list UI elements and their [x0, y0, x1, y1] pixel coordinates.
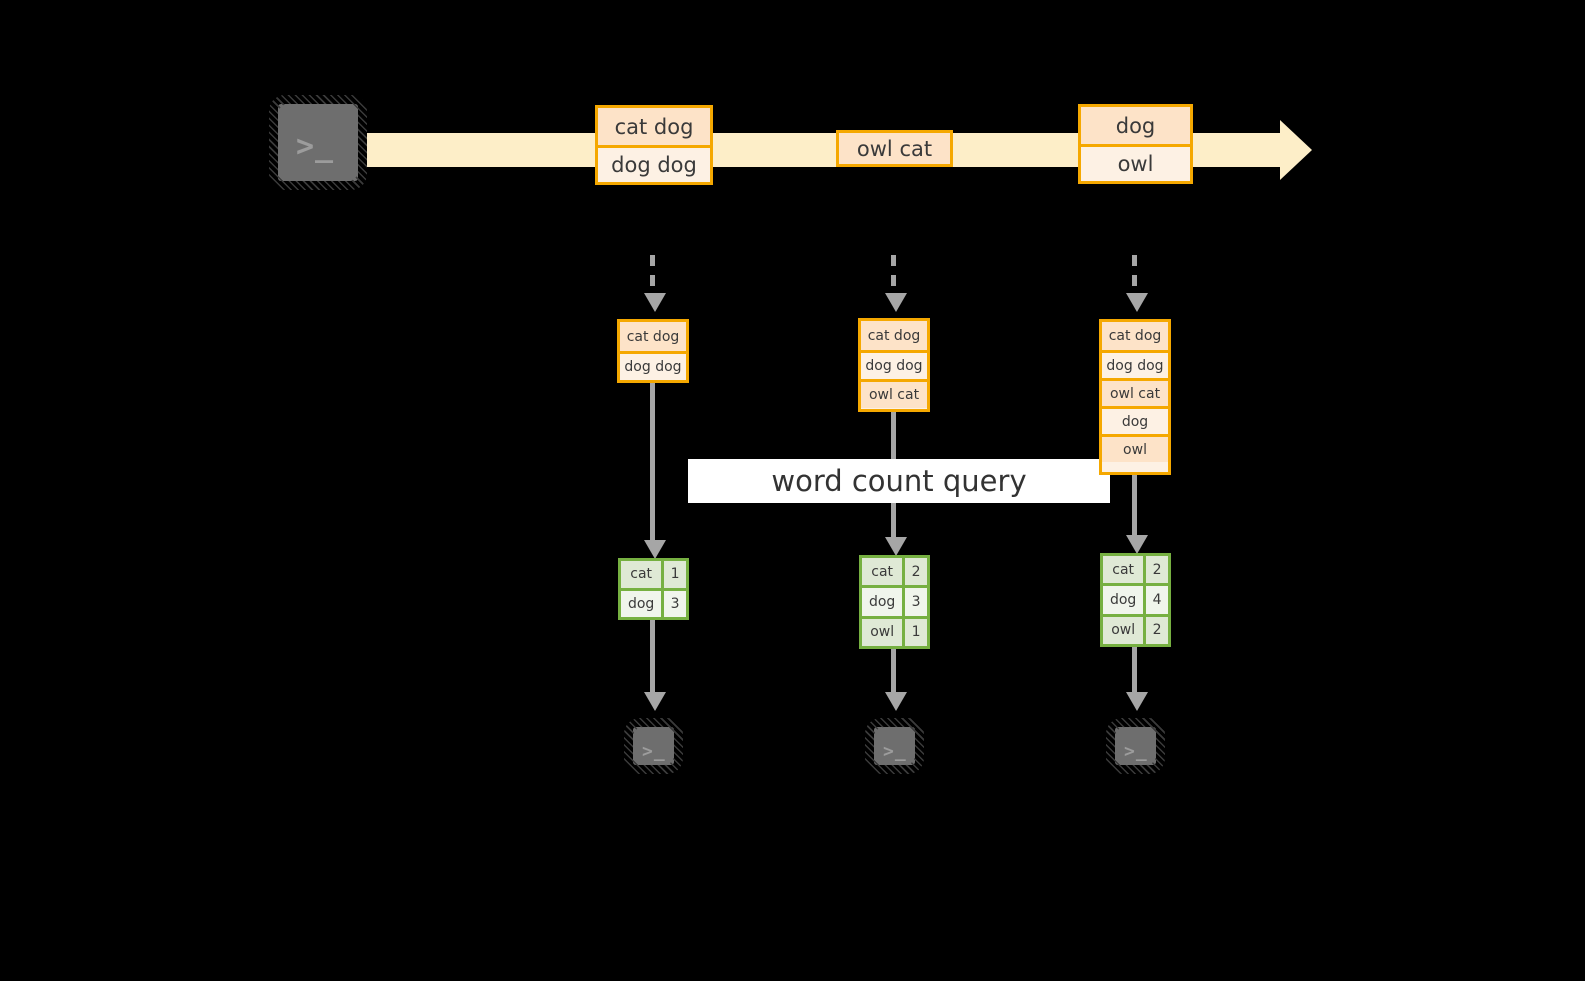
- snapshot-2-sink-arrow-line: [891, 649, 896, 695]
- snapshot-2-query-arrow-head: [885, 537, 907, 556]
- result-word: cat: [1112, 561, 1135, 578]
- terminal-body: [633, 727, 674, 765]
- snapshot-2-sink-terminal-icon[interactable]: >_: [865, 718, 924, 774]
- stream-event-3-line-2: owl: [1081, 144, 1190, 181]
- table-row: dog 4: [1103, 583, 1168, 614]
- result-count: 2: [1143, 556, 1168, 584]
- result-word: cat: [871, 563, 894, 580]
- query-label: word count query: [688, 459, 1110, 503]
- snapshot-2-input-row: cat dog: [861, 321, 927, 350]
- result-word: owl: [1111, 622, 1136, 639]
- result-count: 2: [1143, 616, 1168, 644]
- snapshot-1-input-box[interactable]: cat dog dog dog: [617, 319, 689, 383]
- table-row: dog 3: [621, 587, 686, 617]
- snapshot-3-input-row: dog dog: [1102, 350, 1168, 378]
- snapshot-1-ingest-arrow-line: [650, 255, 655, 295]
- snapshot-2-sink-arrow-head: [885, 692, 907, 711]
- result-count: 1: [902, 618, 927, 646]
- stream-event-2-line-1: owl cat: [839, 133, 950, 164]
- source-terminal-icon[interactable]: >_: [269, 95, 367, 190]
- snapshot-3-input-row: owl cat: [1102, 378, 1168, 406]
- snapshot-3-sink-arrow-line: [1132, 647, 1137, 695]
- snapshot-3-input-row: dog: [1102, 406, 1168, 434]
- terminal-prompt-glyph: >_: [296, 129, 335, 164]
- snapshot-2-ingest-arrow-line: [891, 255, 896, 295]
- snapshot-1-input-row: dog dog: [620, 351, 686, 380]
- terminal-prompt-glyph: >_: [1124, 741, 1148, 762]
- snapshot-1-sink-arrow-line: [650, 620, 655, 695]
- snapshot-3-result-table[interactable]: cat 2 dog 4 owl 2: [1100, 553, 1171, 647]
- snapshot-2-input-row: dog dog: [861, 350, 927, 379]
- snapshot-3-input-row: cat dog: [1102, 322, 1168, 350]
- result-word: owl: [870, 624, 895, 641]
- result-word: cat: [630, 566, 653, 583]
- result-count: 3: [661, 590, 686, 617]
- result-word: dog: [868, 593, 896, 610]
- stream-event-3-line-1: dog: [1081, 107, 1190, 144]
- snapshot-1-result-table[interactable]: cat 1 dog 3: [618, 558, 689, 620]
- terminal-body: [874, 727, 915, 765]
- snapshot-3-query-arrow-line: [1132, 475, 1137, 538]
- terminal-body: [1115, 727, 1156, 765]
- snapshot-3-ingest-arrow-head: [1126, 293, 1148, 312]
- snapshot-3-input-row: owl: [1102, 434, 1168, 462]
- snapshot-2-ingest-arrow-head: [885, 293, 907, 312]
- terminal-prompt-glyph: >_: [642, 741, 666, 762]
- snapshot-1-sink-arrow-head: [644, 692, 666, 711]
- stream-arrowhead: [1280, 120, 1312, 180]
- snapshot-1-sink-terminal-icon[interactable]: >_: [624, 718, 683, 774]
- table-row: cat 1: [621, 561, 686, 588]
- snapshot-2-input-box[interactable]: cat dog dog dog owl cat: [858, 318, 930, 412]
- stream-event-1-line-2: dog dog: [598, 145, 710, 182]
- snapshot-2-input-row: owl cat: [861, 379, 927, 408]
- result-word: dog: [627, 595, 655, 612]
- snapshot-1-query-arrow-line: [650, 383, 655, 543]
- stream-event-3[interactable]: dog owl: [1078, 104, 1193, 184]
- result-count: 2: [902, 558, 927, 586]
- table-row: owl 2: [1103, 613, 1168, 644]
- snapshot-1-ingest-arrow-head: [644, 293, 666, 312]
- stream-event-2[interactable]: owl cat: [836, 130, 953, 167]
- snapshot-3-sink-terminal-icon[interactable]: >_: [1106, 718, 1165, 774]
- snapshot-3-sink-arrow-head: [1126, 692, 1148, 711]
- snapshot-1-query-arrow-head: [644, 540, 666, 559]
- result-count: 1: [661, 561, 686, 588]
- result-count: 3: [902, 588, 927, 616]
- table-row: owl 1: [862, 615, 927, 646]
- table-row: dog 3: [862, 585, 927, 616]
- table-row: cat 2: [1103, 556, 1168, 584]
- snapshot-1-input-row: cat dog: [620, 322, 686, 351]
- terminal-body: [278, 104, 358, 181]
- result-word: dog: [1109, 591, 1137, 608]
- snapshot-3-ingest-arrow-line: [1132, 255, 1137, 295]
- table-row: cat 2: [862, 558, 927, 586]
- result-count: 4: [1143, 586, 1168, 614]
- stream-event-1[interactable]: cat dog dog dog: [595, 105, 713, 185]
- terminal-prompt-glyph: >_: [883, 741, 907, 762]
- snapshot-2-result-table[interactable]: cat 2 dog 3 owl 1: [859, 555, 930, 649]
- snapshot-3-query-arrow-head: [1126, 535, 1148, 554]
- snapshot-3-input-box[interactable]: cat dog dog dog owl cat dog owl: [1099, 319, 1171, 475]
- stream-event-1-line-1: cat dog: [598, 108, 710, 145]
